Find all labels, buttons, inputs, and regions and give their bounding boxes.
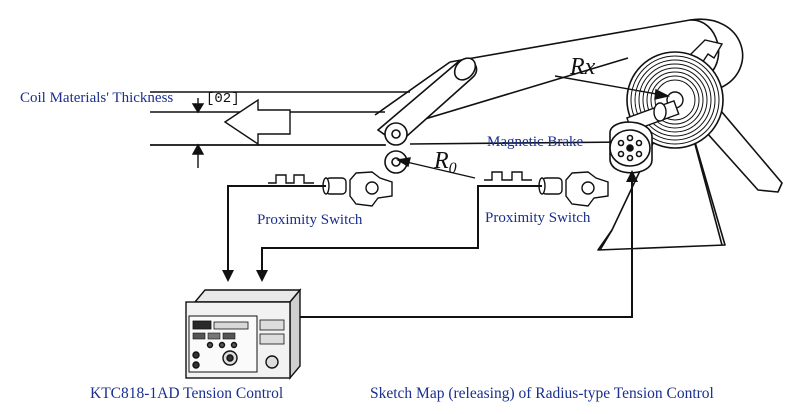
coil-thickness-label: Coil Materials' Thickness <box>20 90 174 106</box>
thickness-code: [02] <box>206 91 240 107</box>
signal-wire-right <box>261 185 542 272</box>
r0-radius-arrow <box>396 157 476 179</box>
r0-subscript: 0 <box>448 160 457 177</box>
feed-direction-arrow-icon <box>223 98 291 146</box>
r0-label: R0 <box>434 148 457 177</box>
idler-roller <box>376 57 478 146</box>
brake-control-wire <box>298 180 633 318</box>
proximity-switch-left-icon <box>322 171 393 207</box>
pulse-signal-right <box>484 171 532 181</box>
pulse-signal-left <box>268 174 314 184</box>
signal-arrow-left-icon <box>222 270 234 282</box>
r0-main: R <box>434 148 449 174</box>
proximity-switch-right-icon <box>538 171 609 207</box>
sketch-caption: Sketch Map (releasing) of Radius-type Te… <box>370 385 714 402</box>
tension-controller-unit <box>185 288 302 380</box>
rx-label: Rx <box>570 54 596 80</box>
magnetic-brake-icon <box>609 121 653 174</box>
rx-radius-arrow <box>554 75 671 100</box>
signal-arrow-right-icon <box>256 270 268 282</box>
magnetic-brake-label: Magnetic Brake <box>487 134 584 150</box>
proximity-switch-left-label: Proximity Switch <box>257 212 363 228</box>
proximity-switch-right-label: Proximity Switch <box>485 210 591 226</box>
brake-control-arrow-icon <box>626 170 638 182</box>
guide-rollers <box>384 122 408 174</box>
signal-wire-left <box>227 185 326 272</box>
controller-caption: KTC818-1AD Tension Control <box>90 385 284 402</box>
